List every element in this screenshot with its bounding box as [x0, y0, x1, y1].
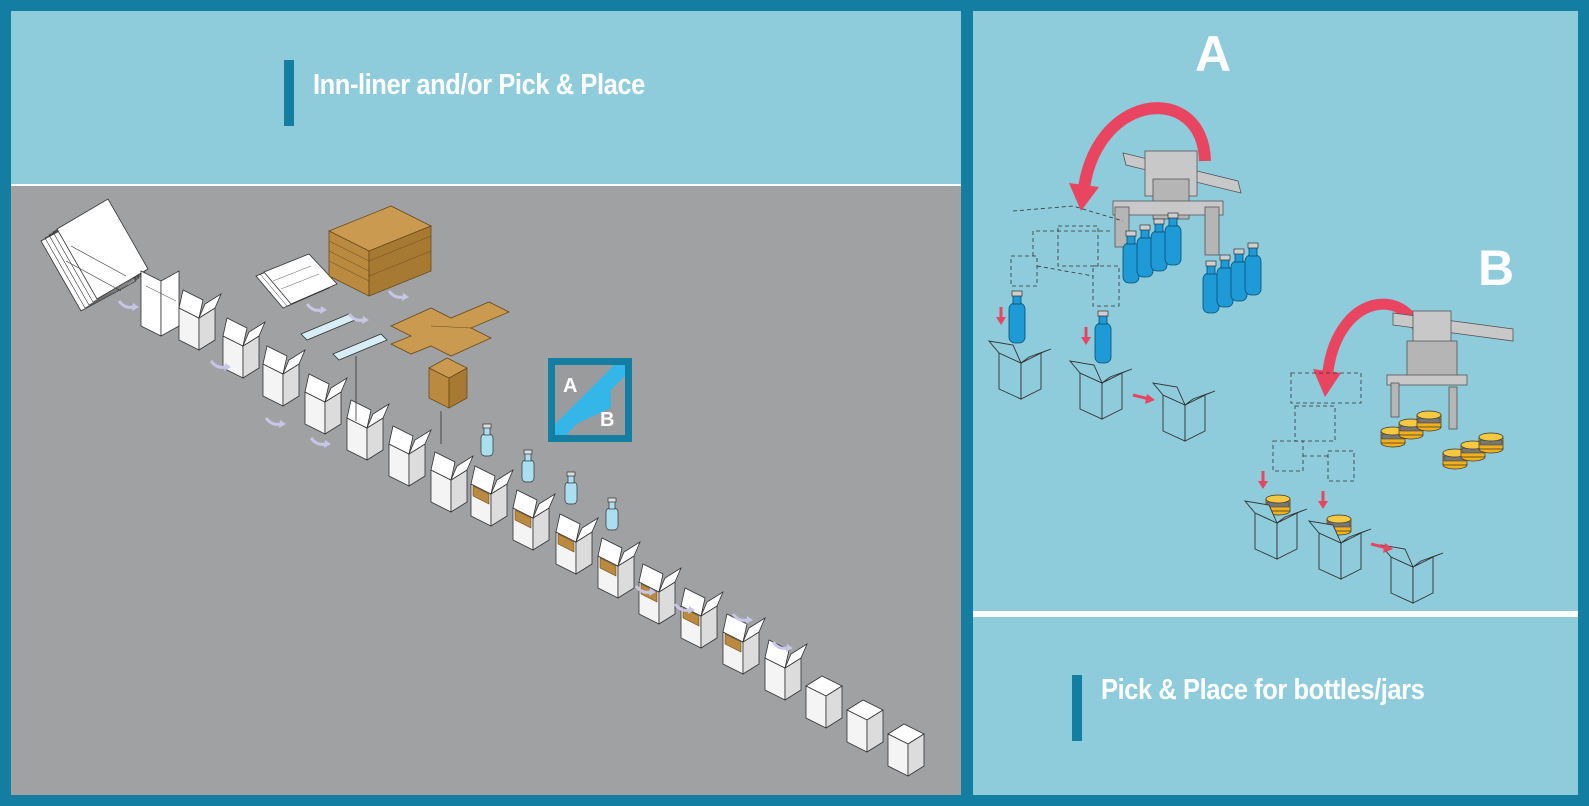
packaging-line-diagram: A B: [40, 198, 925, 777]
right-panel-title: Pick & Place for bottles/jars: [1101, 674, 1425, 706]
flow-arrow: [305, 302, 329, 316]
lined-carton: [555, 513, 599, 575]
closing-carton: [680, 587, 724, 649]
title-accent-bar: [1072, 675, 1082, 741]
closed-carton: [846, 699, 884, 753]
cardboard-insert-folded: [428, 357, 468, 444]
carton: [430, 451, 474, 513]
blank-stack: [40, 198, 149, 312]
bottle: [480, 423, 494, 457]
pick-place-diagram: [988, 102, 1514, 604]
carton: [346, 399, 390, 461]
carton: [178, 289, 222, 351]
flow-arrow: [117, 299, 141, 313]
title-accent-bar: [284, 60, 294, 126]
carton: [388, 425, 432, 487]
liner-sheet-stack: [255, 253, 338, 309]
packaging-line-stage: A B: [11, 186, 961, 795]
option-a-label: A: [1195, 26, 1232, 82]
ab-icon-label-b: B: [600, 409, 614, 431]
closing-carton: [722, 613, 766, 675]
option-b-pick-place: [1244, 298, 1514, 604]
carton: [262, 345, 306, 407]
carton: [304, 373, 348, 435]
erecting-carton: [140, 270, 180, 337]
closing-carton: [638, 563, 682, 625]
bottle: [521, 449, 535, 483]
option-b-label: B: [1478, 240, 1515, 296]
flow-arrow: [387, 289, 411, 303]
closed-carton: [805, 675, 843, 729]
lined-carton: [597, 537, 641, 599]
closed-carton: [887, 723, 925, 777]
left-header-panel: Inn-liner and/or Pick & Place: [11, 11, 961, 184]
lined-carton: [470, 465, 514, 527]
ab-icon-label-a: A: [563, 375, 577, 397]
unfolded-cardboard-insert: [390, 301, 510, 357]
flow-arrow: [309, 436, 333, 450]
divider: [973, 611, 1578, 617]
option-a-pick-place: [988, 102, 1262, 442]
cardboard-blank-stack: [328, 205, 432, 297]
pick-place-illustration-panel: A B: [973, 11, 1578, 611]
carton: [222, 317, 266, 379]
lined-carton: [512, 489, 556, 551]
flow-arrow: [264, 416, 288, 430]
divider: [11, 184, 961, 186]
flow-arrow: [347, 312, 371, 326]
ab-option-icon: A B: [548, 358, 632, 442]
left-panel-title: Inn-liner and/or Pick & Place: [313, 69, 645, 101]
bottle: [605, 497, 619, 531]
bottle: [564, 471, 578, 505]
right-footer-panel: Pick & Place for bottles/jars: [973, 617, 1578, 795]
